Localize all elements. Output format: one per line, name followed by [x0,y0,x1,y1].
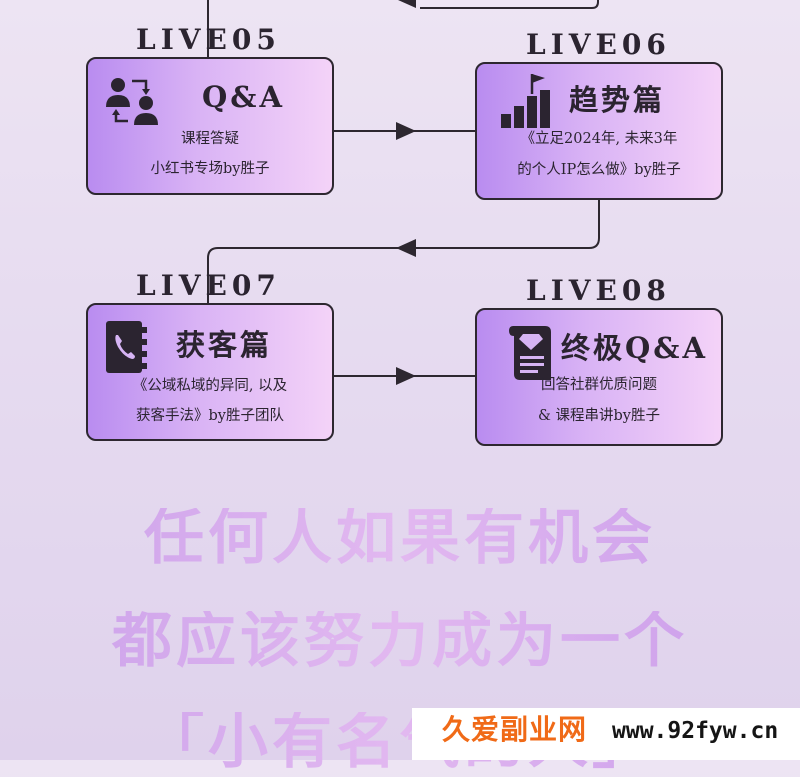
session-label-live05: LIVE05 [136,23,281,56]
session-card-live06[interactable]: 趋势篇 《立足2024年, 未来3年 的个人IP怎么做》by胜子 [475,62,723,200]
session-line: 课程答疑 [181,131,239,147]
team-exchange-icon [106,78,158,125]
session-title: Q&A [202,80,285,114]
arrowhead-06-07 [396,239,416,257]
session-card-live08[interactable]: 终极Q&A 回答社群优质问题 & 课程串讲by胜子 [475,308,723,446]
session-line: 回答社群优质问题 [541,377,657,393]
session-line: 的个人IP怎么做》by胜子 [517,162,681,178]
session-label-live07: LIVE07 [136,269,281,302]
session-title: 趋势篇 [569,83,666,117]
session-card-live07[interactable]: 获客篇 《公域私域的异同, 以及 获客手法》by胜子团队 [86,303,334,441]
slogan-line-1: 任何人如果有机会 [0,508,800,568]
session-line: 《公域私域的异同, 以及 [132,378,288,394]
phone-book-icon [106,321,147,373]
diamond-certificate-icon [509,326,551,380]
session-line: 获客手法》by胜子团队 [136,408,284,424]
session-line: 《立足2024年, 未来3年 [520,131,678,147]
session-card-live05[interactable]: Q&A 课程答疑 小红书专场by胜子 [86,57,334,195]
session-label-live06: LIVE06 [526,28,671,61]
watermark-url: www.92fyw.cn [612,718,779,744]
session-line: & 课程串讲by胜子 [538,408,660,424]
slogan-line-2: 都应该努力成为一个 [0,611,800,671]
bar-chart-flag-icon [501,74,550,128]
session-label-live08: LIVE08 [526,274,671,307]
flow-connectors [207,0,600,385]
arrowhead-top [398,0,416,8]
session-title: 终极Q&A [561,331,708,365]
watermark-site-name: 久爱副业网 [442,713,588,746]
connector-top [420,0,599,9]
session-title: 获客篇 [176,328,273,362]
session-line: 小红书专场by胜子 [150,161,270,177]
watermark-banner: 久爱副业网 www.92fyw.cn [412,708,800,760]
arrowhead-07-08 [396,367,416,385]
arrowhead-05-06 [396,122,416,140]
